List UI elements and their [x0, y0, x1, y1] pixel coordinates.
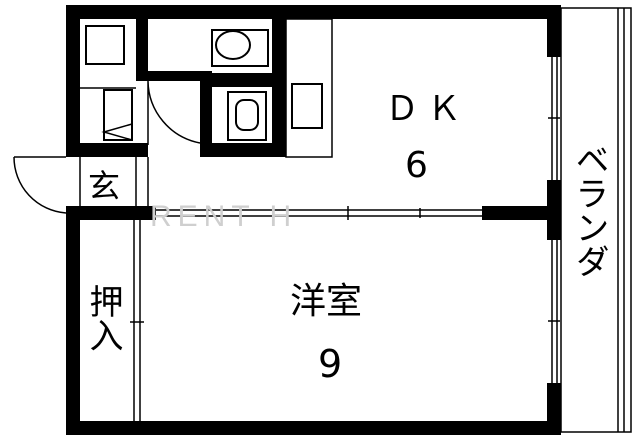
western-size: 9 — [318, 342, 343, 386]
shoe-box — [103, 89, 133, 141]
dk-label: ＤＫ — [385, 89, 469, 129]
wall-bath-bottom — [200, 143, 286, 157]
wall-left-lower — [66, 213, 80, 435]
wall-top — [66, 5, 561, 19]
toilet-bowl — [215, 30, 251, 60]
western-label: 洋室 — [290, 281, 363, 322]
wall-middle-left — [66, 206, 156, 220]
entrance-label: 玄 — [88, 167, 121, 205]
wall-left-upper — [66, 5, 80, 157]
wall-right-lower — [547, 383, 561, 435]
wall-bath-inner — [200, 73, 212, 157]
wall-entrance-top — [66, 143, 148, 157]
closet-label: 押入 — [83, 284, 123, 352]
kitchen-sink — [291, 83, 323, 129]
wall-toilet-bottom — [136, 71, 212, 81]
wall-middle-right — [482, 206, 561, 220]
wall-right-upper — [547, 5, 561, 57]
kitchen-counter — [285, 18, 333, 158]
washroom-door-swing — [147, 80, 201, 145]
entrance-door-swing — [13, 156, 67, 214]
wall-toilet-left — [136, 5, 148, 81]
washbasin-bowl — [235, 99, 259, 131]
wall-bath-divider — [200, 73, 286, 87]
washer-space — [85, 25, 125, 65]
veranda-label: ベランダ — [569, 142, 609, 278]
wall-bottom — [66, 421, 561, 435]
watermark: RENT H — [150, 200, 298, 233]
dk-size: 6 — [405, 145, 428, 186]
